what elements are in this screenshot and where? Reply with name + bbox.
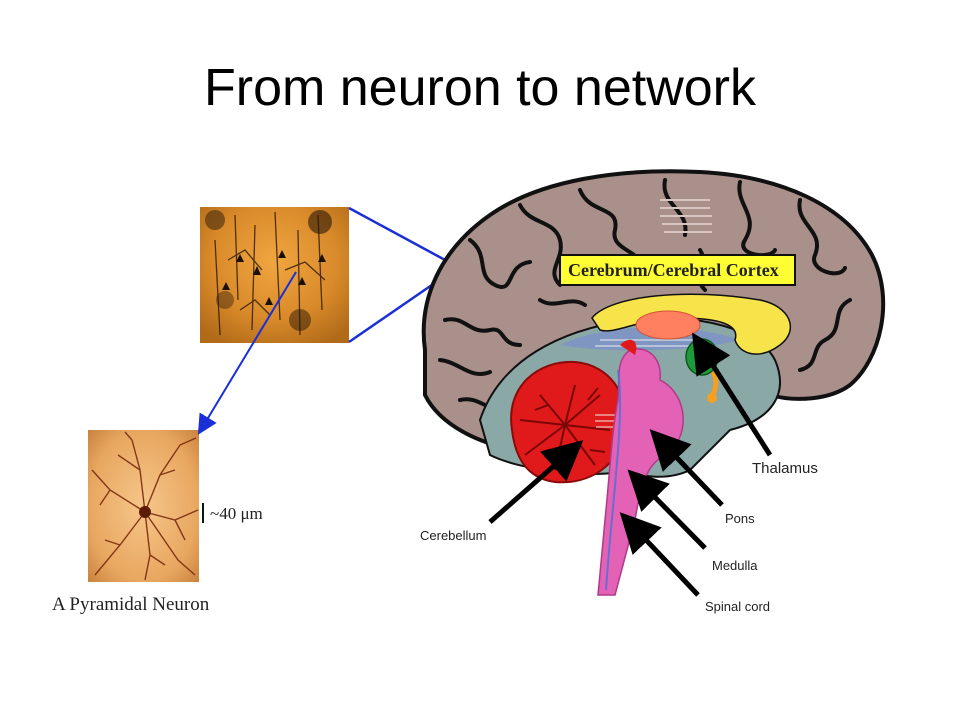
spinal-cord-label: Spinal cord [705, 599, 770, 614]
brain-illustration [421, 169, 886, 596]
cerebrum-label: Cerebrum/Cerebral Cortex [568, 260, 779, 280]
scale-bar: ~40 μm [202, 503, 263, 523]
slide-title: From neuron to network [203, 59, 757, 117]
scale-label: ~40 μm [210, 504, 263, 523]
cerebrum-label-box: Cerebrum/Cerebral Cortex [559, 254, 796, 286]
neuron-caption: A Pyramidal Neuron [52, 594, 210, 615]
pons-label: Pons [725, 511, 755, 526]
label-pointers [488, 332, 773, 597]
pyramidal-neuron-micrograph [88, 430, 199, 582]
medulla-label: Medulla [712, 558, 758, 573]
neuron-zoom-arrow [197, 271, 297, 435]
cerebellum-label: Cerebellum [420, 528, 486, 543]
thalamus-label: Thalamus [752, 460, 818, 477]
cortex-micrograph [200, 207, 349, 343]
thalamus-region [635, 310, 701, 340]
